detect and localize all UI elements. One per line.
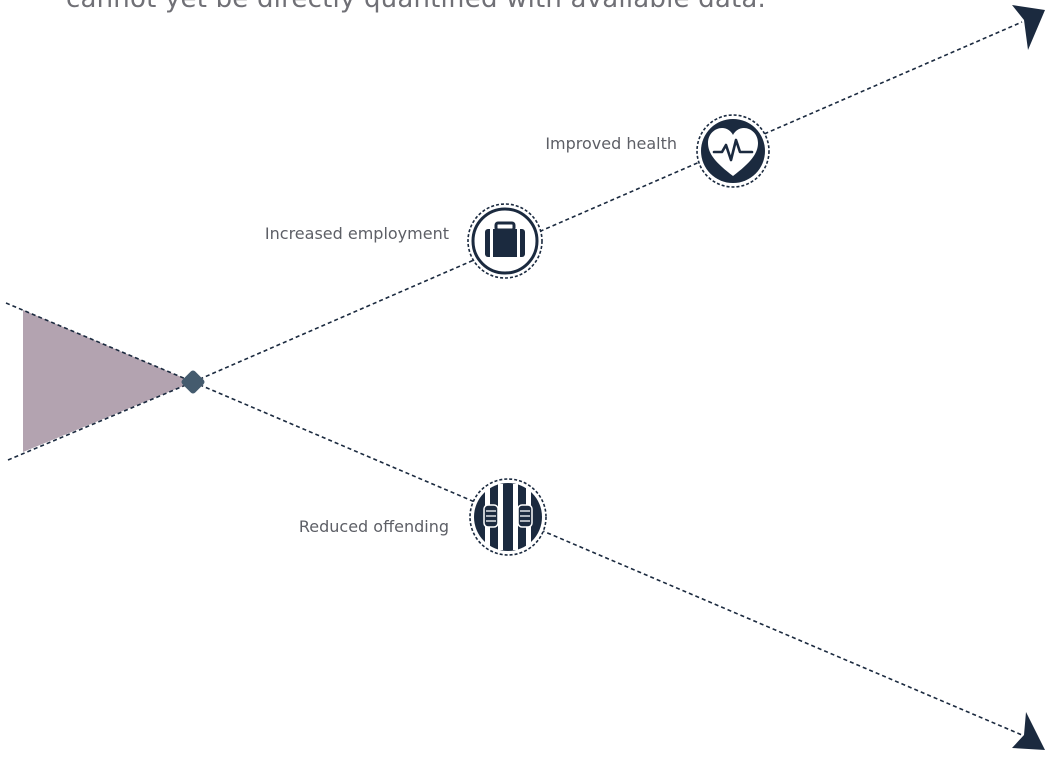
upper-arrowhead <box>1012 5 1045 50</box>
offending-node <box>469 478 547 556</box>
briefcase-icon <box>485 221 525 257</box>
employment-label: Increased employment <box>264 224 449 243</box>
wedge-bottom-edge <box>7 381 194 461</box>
upper-path-line <box>192 21 1023 383</box>
wedge-top-edge <box>5 302 194 383</box>
caption-text: cannot yet be directly quantified with a… <box>66 0 766 14</box>
input-wedge <box>23 310 193 452</box>
lower-arrowhead <box>1012 712 1045 750</box>
lower-path-line <box>192 381 1023 736</box>
branch-node <box>181 370 205 394</box>
offending-label: Reduced offending <box>298 517 449 536</box>
heart-pulse-icon <box>708 128 758 176</box>
employment-node <box>467 203 543 279</box>
prison-bars-icon <box>483 484 533 550</box>
health-label: Improved health <box>545 134 677 153</box>
health-node <box>696 114 770 188</box>
